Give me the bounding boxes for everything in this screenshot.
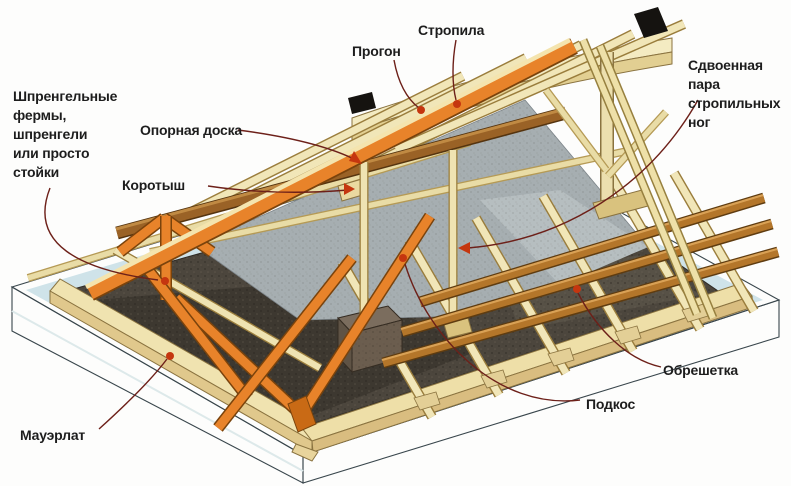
label-sprengel-trusses: Шпренгельные фермы, шпренгели или просто…	[13, 88, 118, 181]
label-double-rafter-pair: Сдвоенная пара стропильных ног	[688, 57, 781, 131]
corner-cross-braces	[137, 254, 357, 432]
label-mauerlat: Мауэрлат	[20, 427, 86, 443]
label-sheathing: Обрешетка	[663, 362, 738, 378]
double-rafter-pair	[578, 38, 718, 320]
label-korotysh: Коротыш	[122, 177, 185, 193]
fastener-plates	[348, 7, 668, 114]
stud-posts	[359, 150, 473, 339]
side-girder	[149, 146, 633, 256]
label-ridge-purlin: Прогон	[352, 43, 401, 59]
label-support-board: Опорная доска	[140, 122, 242, 138]
central-post	[592, 52, 649, 220]
label-strut: Подкос	[586, 396, 636, 412]
battens	[381, 192, 780, 369]
mauerlat-beams	[49, 278, 754, 462]
strut-podkos	[287, 212, 436, 433]
gable-rafter	[84, 37, 578, 301]
leader-lines	[44, 39, 699, 430]
label-rafters: Стропила	[418, 22, 485, 38]
